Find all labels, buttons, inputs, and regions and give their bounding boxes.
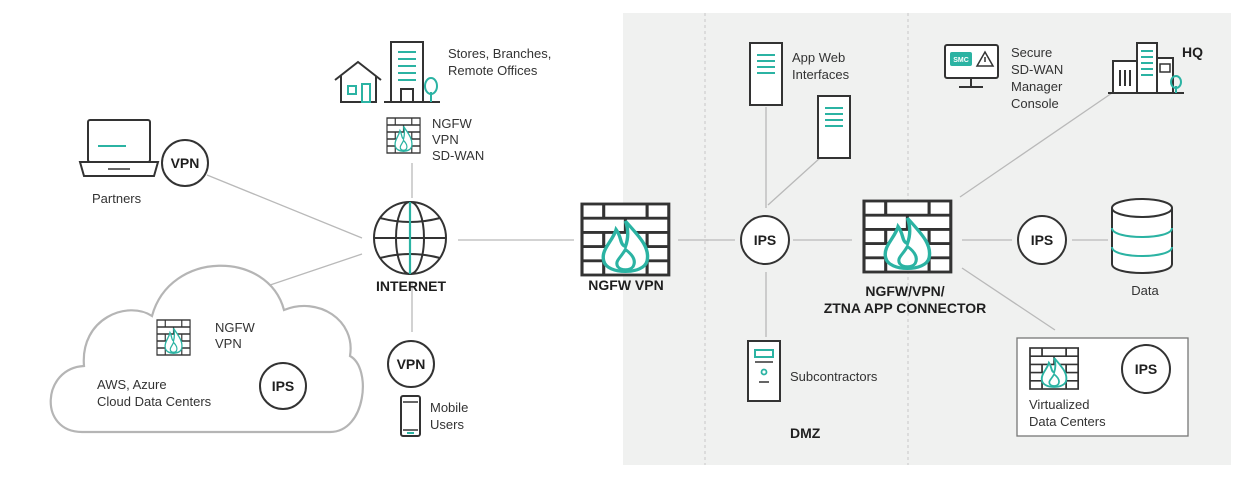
globe-icon	[373, 201, 447, 275]
virtual-label-line2: Data Centers	[1029, 414, 1106, 429]
firewall-icon	[386, 117, 421, 154]
cloud-fw-line1: NGFW	[215, 320, 255, 335]
mobile-label-line1: Mobile	[430, 400, 468, 415]
firewall-icon	[862, 199, 953, 274]
cloud-ips-badge	[259, 362, 307, 410]
data-ips-text: IPS	[1031, 232, 1054, 248]
subcontractors-label: Subcontractors	[790, 369, 878, 384]
database-icon	[1111, 198, 1173, 274]
internet-label: INTERNET	[376, 278, 446, 294]
app-web-line1: App Web	[792, 50, 845, 65]
app-web-line2: Interfaces	[792, 67, 850, 82]
phone-icon	[400, 395, 421, 437]
partners-vpn-text: VPN	[171, 155, 200, 171]
dmz-ips-badge	[740, 215, 790, 265]
mobile-label-line2: Users	[430, 417, 464, 432]
console-line1: Secure	[1011, 45, 1052, 60]
virtual-label-line1: Virtualized	[1029, 397, 1089, 412]
mobile-vpn-badge	[387, 340, 435, 388]
server-icon	[747, 340, 781, 402]
monitor-icon	[944, 44, 999, 88]
virtual-ips-text: IPS	[1135, 361, 1158, 377]
firewall-icon	[580, 202, 671, 277]
ngfw-vpn-label: NGFW VPN	[588, 277, 663, 293]
dmz-label: DMZ	[790, 425, 821, 441]
mobile-vpn-text: VPN	[397, 356, 426, 372]
stores-fw-line2: VPN	[432, 132, 459, 147]
building-icon	[384, 41, 440, 103]
tree-icon	[424, 77, 438, 102]
hq-label: HQ	[1182, 44, 1203, 60]
server-icon	[817, 95, 851, 159]
firewall-icon	[156, 319, 191, 356]
cloud-label-line2: Cloud Data Centers	[97, 394, 212, 409]
firewall-icon	[1029, 347, 1080, 390]
partners-label: Partners	[92, 191, 142, 206]
console-line3: Manager	[1011, 79, 1063, 94]
tree-icon	[1170, 75, 1182, 93]
smc-text: SMC	[953, 57, 969, 64]
virtual-ips-badge	[1121, 344, 1171, 394]
stores-label-line1: Stores, Branches,	[448, 46, 551, 61]
hq-fw-line2: ZTNA APP CONNECTOR	[824, 300, 987, 316]
server-icon	[749, 42, 783, 106]
connector-lines	[204, 92, 1113, 337]
house-icon	[334, 60, 382, 103]
console-line4: Console	[1011, 96, 1059, 111]
cloud-label-line1: AWS, Azure	[97, 377, 167, 392]
cloud-ips-text: IPS	[272, 378, 295, 394]
stores-fw-line3: SD-WAN	[432, 148, 484, 163]
laptop-icon	[78, 119, 160, 177]
partners-vpn-badge	[161, 139, 209, 187]
hq-fw-line1: NGFW/VPN/	[865, 283, 944, 299]
data-label: Data	[1131, 283, 1159, 298]
cloud-fw-line2: VPN	[215, 336, 242, 351]
building-icon	[1108, 42, 1184, 94]
dmz-ips-text: IPS	[754, 232, 777, 248]
stores-label-line2: Remote Offices	[448, 63, 538, 78]
console-line2: SD-WAN	[1011, 62, 1063, 77]
data-ips-badge	[1017, 215, 1067, 265]
stores-fw-line1: NGFW	[432, 116, 472, 131]
